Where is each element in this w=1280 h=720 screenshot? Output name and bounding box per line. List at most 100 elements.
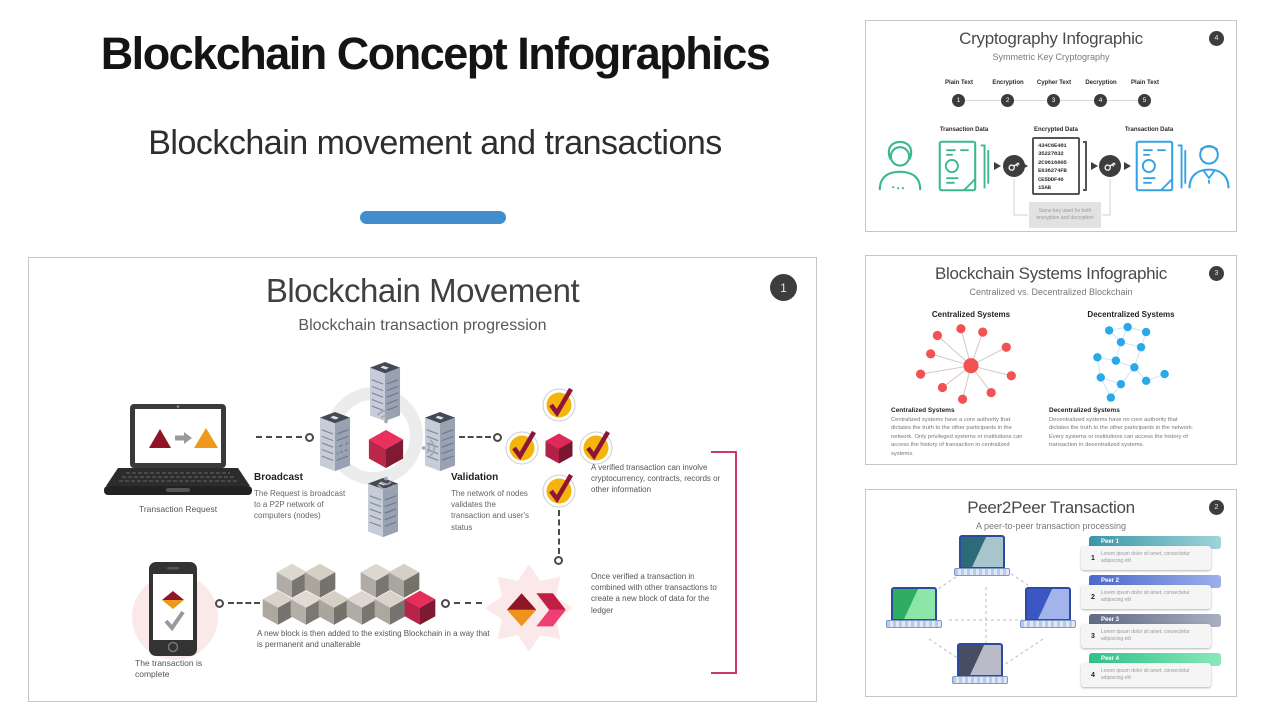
peer-card-header: Peer 1 [1089,536,1221,549]
decentralized-description-body: Decentralized systems have no core autho… [1049,417,1194,449]
step-label: Decryption [1085,80,1117,86]
accent-bar [360,211,506,224]
laptop-icon [104,404,252,495]
note-connector [1013,179,1111,216]
connector-dot [215,599,224,608]
slide-number-badge: 1 [770,274,797,301]
hex-line: 434C6E481 [1038,142,1067,149]
peer-card: Peer 4 4 Lorem ipsum dolor sit amet, con… [1081,653,1221,687]
check-icon [505,430,539,465]
slide-number-badge: 4 [1209,31,1224,46]
peer-card-body: 3 Lorem ipsum dolor sit amet, consectetu… [1081,624,1211,648]
cube-icon [367,428,405,470]
peer-card-header: Peer 4 [1089,653,1221,666]
centralized-network-diagram [915,324,1016,404]
step-number: 3 [1047,94,1060,107]
new-block-note: A new block is then added to the existin… [257,629,490,650]
hex-line: E636274FB [1038,167,1067,175]
step-label: Encryption [992,80,1024,86]
decentralized-heading: Decentralized Systems [1087,310,1175,319]
encrypted-document: 434C6E481 35227832 2C9616805 E636274FB C… [1032,137,1080,195]
starburst-icon [484,563,574,653]
step-label: Plain Text [945,80,973,86]
ledger-note: Once verified a transaction in combined … [591,572,717,615]
peer-text: Lorem ipsum dolor sit amet, consectetur … [1100,628,1190,643]
laptop-icon [952,643,1008,684]
hex-line: 15AB [1038,183,1051,191]
connector-dot [305,433,314,442]
peer-card-body: 1 Lorem ipsum dolor sit amet, consectetu… [1081,546,1211,570]
decentralized-network-diagram [1093,322,1169,402]
slide-number-badge: 2 [1209,500,1224,515]
slide-subtitle: A peer-to-peer transaction processing [975,521,1127,531]
page-edge [1083,141,1087,191]
slide-title: Peer2Peer Transaction [967,498,1135,517]
peer-number: 1 [1091,554,1095,562]
slide-title: Blockchain Systems Infographic [935,264,1167,283]
slide-cryptography[interactable]: Cryptography Infographic Symmetric Key C… [865,20,1237,232]
connector-line [558,510,560,554]
blockchain-cubes [262,563,436,625]
peer-text: Lorem ipsum dolor sit amet, consectetur … [1100,550,1190,565]
step-number: 1 [952,94,965,107]
check-icon [542,387,576,422]
arrow-icon [1021,162,1028,170]
document-stack-icon [1133,137,1189,195]
validation-heading: Validation [451,472,499,483]
connector-line [228,602,260,604]
key-note: Same key used for both encryption and de… [1029,202,1101,228]
verified-note: A verified transaction can involve crypt… [591,463,721,495]
connector-dot [441,599,450,608]
peer-card: Peer 1 1 Lorem ipsum dolor sit amet, con… [1081,536,1221,570]
connector-dot [554,556,563,565]
peer-card-body: 2 Lorem ipsum dolor sit amet, consectetu… [1081,585,1211,609]
peer-number: 2 [1091,593,1095,601]
slide-number-badge: 3 [1209,266,1224,281]
decentralized-description: Decentralized Systems Decentralized syst… [1049,407,1199,450]
page-subtitle: Blockchain movement and transactions [148,124,722,162]
transaction-request-label: Transaction Request [138,504,218,514]
step-number: 4 [1094,94,1107,107]
laptop-icon [886,587,942,628]
slide-title: Cryptography Infographic [959,29,1143,48]
peer-number: 3 [1091,632,1095,640]
slide-title: Blockchain Movement [265,272,580,309]
peer-text: Lorem ipsum dolor sit amet, consectetur … [1100,667,1190,682]
check-icon [579,430,613,465]
check-icon [542,473,576,508]
wifi-icon [375,407,397,425]
step-number: 5 [1138,94,1151,107]
key-icon [1003,155,1025,177]
peer-card-header: Peer 3 [1089,614,1221,627]
step-label: Plain Text [1131,80,1159,86]
hex-line: 2C9616805 [1038,158,1067,166]
complete-note: The transaction is complete [135,658,203,680]
key-icon [1099,155,1121,177]
slide-subtitle: Symmetric Key Cryptography [992,52,1110,62]
slide-peer2peer[interactable]: Peer2Peer Transaction A peer-to-peer tra… [865,489,1237,697]
broadcast-heading: Broadcast [254,472,303,483]
centralized-description: Centralized Systems Centralized systems … [891,407,1031,458]
hex-line: CE5DDF46 [1038,175,1064,183]
slide-blockchain-systems[interactable]: Blockchain Systems Infographic Centraliz… [865,255,1237,465]
encrypted-data-label: Encrypted Data [1033,127,1078,133]
connector-line [454,602,482,604]
centralized-heading: Centralized Systems [931,310,1011,319]
peer-card-header: Peer 2 [1089,575,1221,588]
phone-icon [149,562,197,656]
peer-text: Lorem ipsum dolor sit amet, consectetur … [1100,589,1190,604]
step-number: 2 [1001,94,1014,107]
slide-blockchain-movement[interactable]: Blockchain Movement Blockchain transacti… [28,257,817,702]
centralized-description-body: Centralized systems have a core authorit… [891,417,1023,457]
wifi-icon [375,475,397,493]
arrow-icon [994,162,1001,170]
document-stack-icon [936,137,992,195]
connector-line [256,436,302,438]
arrow-icon [1091,162,1098,170]
bracket-shape [711,451,737,674]
slide-subtitle: Centralized vs. Decentralized Blockchain [969,287,1133,297]
connector-dot [493,433,502,442]
connector-line [459,436,491,438]
woman-icon [873,139,927,193]
arrow-icon [1124,162,1131,170]
